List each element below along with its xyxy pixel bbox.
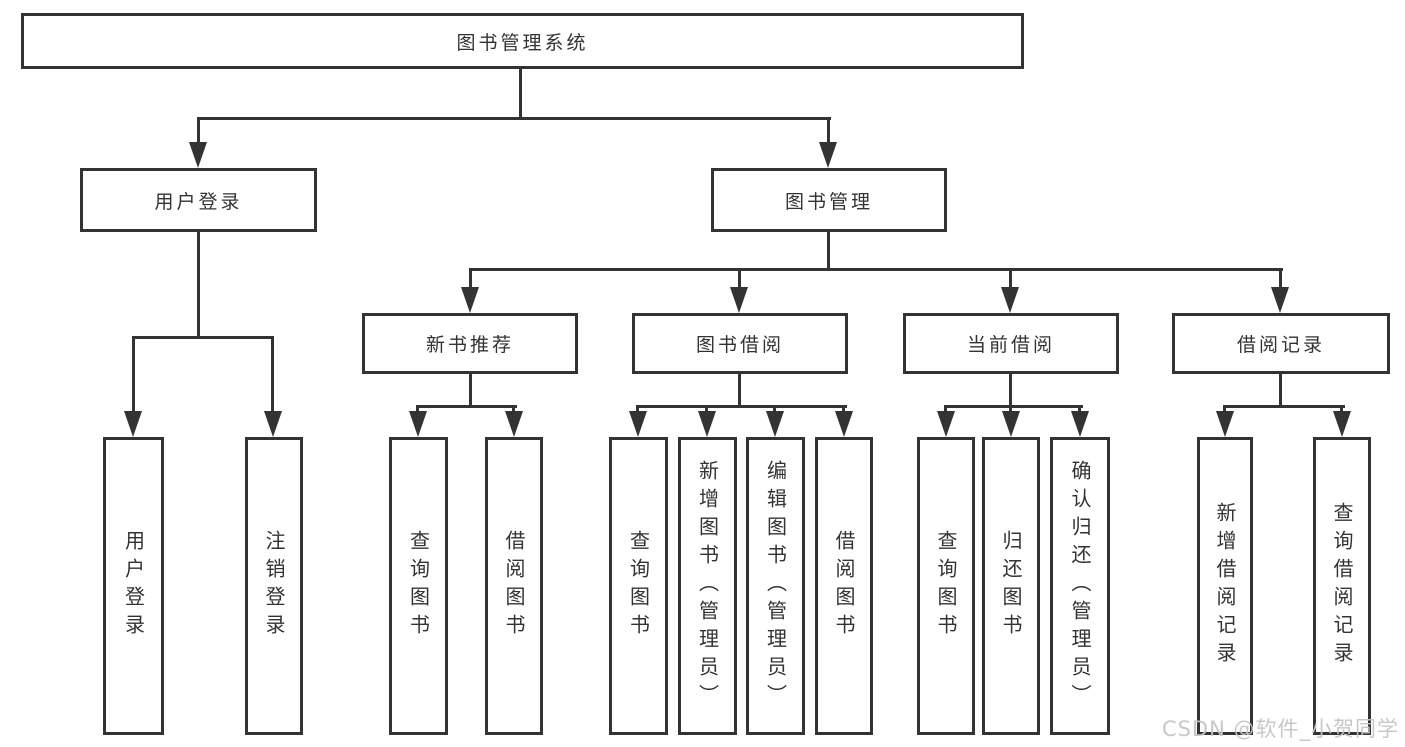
- node-borrow-record: 借阅记录: [1172, 313, 1390, 374]
- node-root: 图书管理系统: [21, 13, 1024, 69]
- connector-line: [197, 117, 200, 144]
- connector-arrowhead: [189, 142, 207, 168]
- connector-arrowhead: [461, 287, 479, 313]
- leaf-borrow-book-2: 借阅图书: [815, 437, 873, 735]
- leaf-add-book-admin-label: 新增图书（管理员）: [695, 460, 720, 712]
- connector-line: [944, 405, 947, 413]
- connector-arrowhead: [505, 411, 523, 437]
- leaf-query-book-1: 查询图书: [389, 437, 448, 735]
- node-new-book-recommend: 新书推荐: [362, 313, 578, 374]
- leaf-query-borrow-record: 查询借阅记录: [1313, 437, 1371, 735]
- connector-line: [636, 405, 639, 413]
- connector-arrowhead: [730, 287, 748, 313]
- connector-arrowhead: [1001, 287, 1019, 313]
- node-current-borrow: 当前借阅: [903, 313, 1119, 374]
- connector-arrowhead: [937, 411, 955, 437]
- node-new-book-recommend-label: 新书推荐: [425, 334, 514, 356]
- leaf-borrow-book-2-label: 借阅图书: [832, 530, 856, 642]
- node-user-login: 用户登录: [80, 168, 317, 232]
- node-book-borrow: 图书借阅: [632, 313, 848, 374]
- connector-line: [636, 405, 847, 408]
- connector-line: [1009, 405, 1012, 413]
- connector-line: [197, 117, 831, 120]
- node-current-borrow-label: 当前借阅: [966, 334, 1055, 356]
- leaf-edit-book-admin-label: 编辑图书（管理员）: [763, 460, 788, 712]
- connector-arrowhead: [1002, 411, 1020, 437]
- leaf-user-login-label: 用户登录: [121, 530, 146, 642]
- leaf-edit-book-admin: 编辑图书（管理员）: [746, 437, 805, 735]
- connector-line: [1223, 405, 1345, 408]
- connector-line: [1340, 405, 1343, 413]
- leaf-query-book-1-label: 查询图书: [406, 530, 431, 642]
- connector-line: [1279, 268, 1282, 289]
- connector-arrowhead: [835, 411, 853, 437]
- connector-arrowhead: [819, 142, 837, 168]
- leaf-add-borrow-record-label: 新增借阅记录: [1213, 502, 1237, 670]
- connector-line: [271, 336, 274, 413]
- leaf-add-book-admin: 新增图书（管理员）: [678, 437, 737, 735]
- connector-line: [1223, 405, 1226, 413]
- leaf-add-borrow-record: 新增借阅记录: [1197, 437, 1253, 735]
- connector-arrowhead: [1333, 411, 1351, 437]
- leaf-logout-label: 注销登录: [262, 530, 286, 642]
- connector-arrowhead: [629, 411, 647, 437]
- watermark: CSDN @软件_小贺同学: [1161, 717, 1399, 741]
- leaf-query-book-2-label: 查询图书: [626, 530, 651, 642]
- node-borrow-record-label: 借阅记录: [1236, 334, 1325, 356]
- connector-line: [416, 405, 517, 408]
- connector-arrowhead: [698, 411, 716, 437]
- connector-line: [842, 405, 845, 413]
- connector-line: [519, 69, 522, 117]
- node-root-label: 图书管理系统: [456, 31, 589, 54]
- leaf-borrow-book-1-label: 借阅图书: [502, 530, 526, 642]
- node-book-borrow-label: 图书借阅: [695, 334, 784, 356]
- node-book-management-label: 图书管理: [784, 190, 873, 213]
- connector-arrowhead: [766, 411, 784, 437]
- leaf-query-borrow-record-label: 查询借阅记录: [1330, 502, 1354, 670]
- connector-line: [738, 268, 741, 289]
- leaf-return-book-label: 归还图书: [999, 530, 1023, 642]
- node-user-login-label: 用户登录: [154, 190, 243, 213]
- connector-line: [1009, 268, 1012, 289]
- connector-line: [1078, 405, 1081, 413]
- connector-line: [1009, 374, 1012, 407]
- leaf-logout: 注销登录: [245, 437, 303, 735]
- leaf-borrow-book-1: 借阅图书: [485, 437, 543, 735]
- node-book-management: 图书管理: [711, 168, 947, 232]
- connector-line: [469, 268, 472, 289]
- connector-line: [738, 374, 741, 407]
- connector-line: [132, 336, 274, 339]
- connector-line: [827, 232, 830, 270]
- leaf-confirm-return-admin-label: 确认归还（管理员）: [1068, 460, 1092, 712]
- connector-line: [705, 405, 708, 413]
- connector-line: [469, 374, 472, 407]
- connector-line: [512, 405, 515, 413]
- leaf-user-login: 用户登录: [103, 437, 164, 735]
- leaf-confirm-return-admin: 确认归还（管理员）: [1050, 437, 1110, 735]
- connector-line: [1279, 374, 1282, 407]
- connector-arrowhead: [124, 411, 142, 437]
- leaf-query-book-3-label: 查询图书: [934, 530, 958, 642]
- connector-arrowhead: [1216, 411, 1234, 437]
- leaf-return-book: 归还图书: [982, 437, 1040, 735]
- connector-arrowhead: [409, 411, 427, 437]
- connector-line: [132, 336, 135, 413]
- connector-arrowhead: [1071, 411, 1089, 437]
- connector-line: [469, 268, 1283, 271]
- connector-line: [944, 405, 1083, 408]
- connector-line: [197, 232, 200, 336]
- connector-arrowhead: [264, 411, 282, 437]
- leaf-query-book-3: 查询图书: [917, 437, 975, 735]
- connector-line: [773, 405, 776, 413]
- leaf-query-book-2: 查询图书: [609, 437, 668, 735]
- connector-arrowhead: [1271, 287, 1289, 313]
- connector-line: [827, 117, 830, 144]
- connector-line: [416, 405, 419, 413]
